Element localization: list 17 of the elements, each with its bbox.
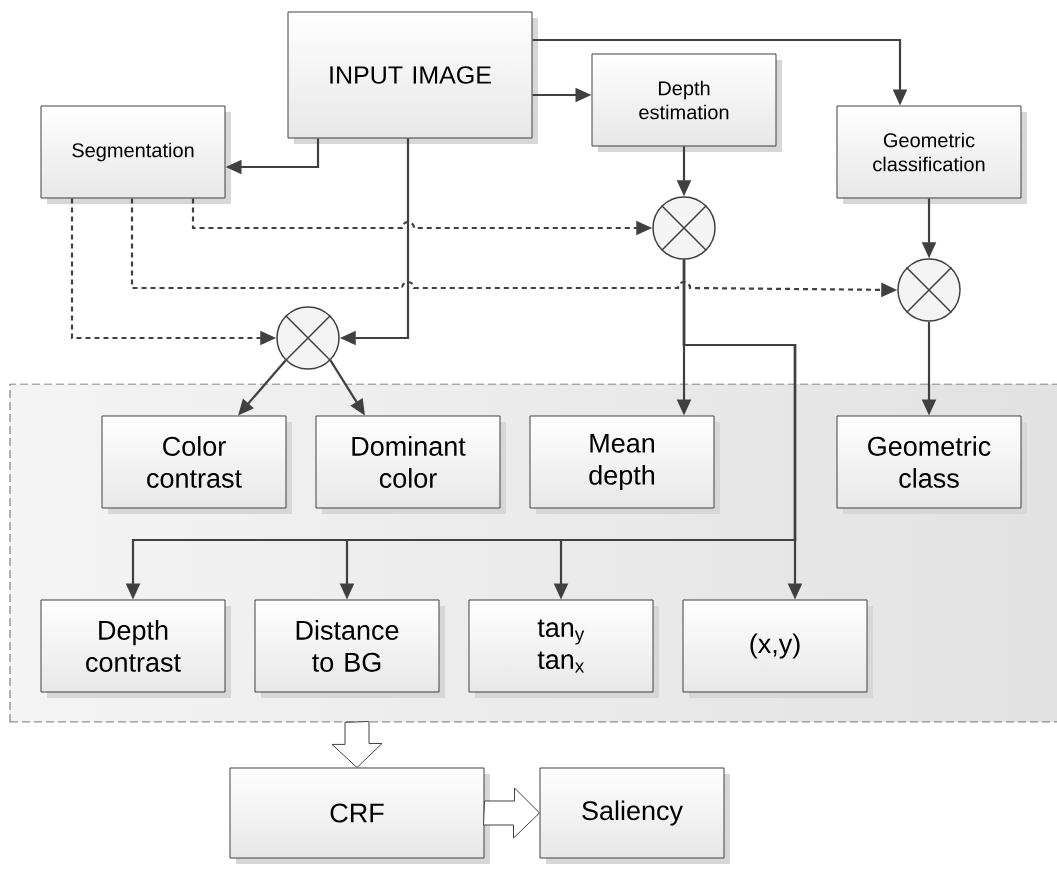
process-box: Mean depth <box>529 415 720 514</box>
process-box: (x,y) <box>682 599 873 698</box>
block-arrow <box>331 721 383 768</box>
process-box: CRF <box>229 767 490 864</box>
process-box: Geometric classification <box>836 105 1027 204</box>
process-box: Distance to BG <box>254 599 445 698</box>
process-box: Geometric class <box>836 415 1027 514</box>
process-box: Color contrast <box>101 415 292 514</box>
process-box: INPUT IMAGE <box>287 11 538 144</box>
process-box: Depth estimation <box>591 53 782 152</box>
dashed-panel <box>9 383 1057 723</box>
process-box: Dominant color <box>315 415 506 514</box>
process-box: Saliency <box>539 767 730 864</box>
process-box: Depth contrast <box>40 599 231 698</box>
block-arrow <box>483 787 540 839</box>
process-box: tan$_{y}$ tan$_{x}$ <box>468 599 659 698</box>
process-box: Segmentation <box>40 105 231 204</box>
